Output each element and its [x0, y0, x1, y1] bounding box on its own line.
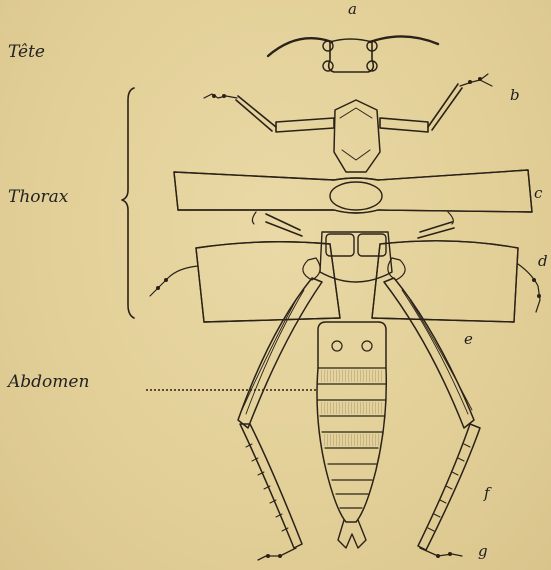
part-letter-g: g	[478, 542, 488, 560]
head-part-a	[268, 36, 438, 72]
part-letter-d: d	[538, 252, 548, 270]
prothorax-part-b	[204, 74, 492, 172]
part-letter-a: a	[348, 0, 357, 18]
abdomen-region-label: Abdomen	[8, 372, 89, 392]
mesothorax-part-c	[174, 170, 532, 224]
part-letter-b: b	[510, 86, 520, 104]
thorax-region-label: Thorax	[8, 187, 68, 207]
part-letter-c: c	[534, 184, 542, 202]
metathorax-part-d	[150, 214, 541, 322]
head-region-label: Tête	[8, 42, 45, 62]
abdomen-body	[317, 322, 386, 548]
part-letter-e: e	[464, 330, 473, 348]
part-letter-f: f	[484, 484, 490, 502]
thorax-bracket	[122, 88, 134, 318]
